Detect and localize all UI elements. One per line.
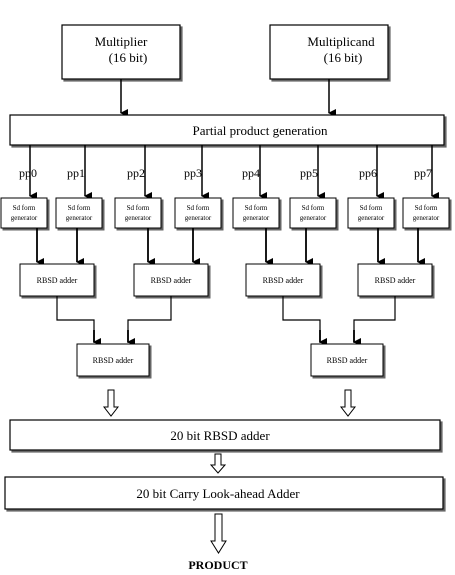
sd-form-label: Sd form xyxy=(13,204,36,212)
rbsd-adder-label: RBSD adder xyxy=(375,276,416,285)
rbsd-adder-label: RBSD adder xyxy=(93,356,134,365)
sd-form-generator: Sd form generator xyxy=(0,197,48,229)
sd-form-label: Sd form xyxy=(68,204,91,212)
sd-form-generator: Sd form generator xyxy=(174,197,222,229)
hollow-arrow-right xyxy=(339,389,357,417)
sd-form-label: Sd form xyxy=(360,204,383,212)
multiplier-box: Multiplier (16 bit) xyxy=(61,24,181,80)
sd-form-label: Sd form xyxy=(302,204,325,212)
multiplicand-width: (16 bit) xyxy=(324,50,363,65)
partial-product-generation-label: Partial product generation xyxy=(192,123,328,138)
sd-form-generator: Sd form generator xyxy=(114,197,162,229)
rbsd-adder-label: RBSD adder xyxy=(151,276,192,285)
hollow-arrow-to-product xyxy=(210,513,227,554)
pp-label: pp6 xyxy=(359,166,377,180)
sd-generator-label: generator xyxy=(185,214,212,222)
sd-form-label: Sd form xyxy=(127,204,150,212)
sd-form-generator: Sd form generator xyxy=(347,197,395,229)
sd-generator-label: generator xyxy=(358,214,385,222)
sd-form-generators: Sd form generator Sd form generator Sd form g… xyxy=(0,197,450,266)
multiplicand-box: Multiplicand (16 bit) xyxy=(269,24,389,80)
rbsd-adder-label: RBSD adder xyxy=(327,356,368,365)
rbsd-adder: RBSD adder xyxy=(245,263,321,297)
sd-form-generator: Sd form generator xyxy=(402,197,450,229)
hollow-arrow-left xyxy=(102,389,120,417)
hollow-arrow-to-cla xyxy=(209,453,227,474)
sd-generator-label: generator xyxy=(125,214,152,222)
sd-generator-label: generator xyxy=(300,214,327,222)
sd-form-generator: Sd form generator xyxy=(232,197,280,229)
rbsd-adders-level1: RBSD adder RBSD adder RBSD adder RBSD adder xyxy=(19,263,433,346)
pp-label: pp4 xyxy=(242,166,260,180)
product-label: PRODUCT xyxy=(188,558,247,572)
sd-form-generator: Sd form generator xyxy=(289,197,337,229)
cla-20bit-adder-box: 20 bit Carry Look-ahead Adder xyxy=(4,476,444,510)
rbsd-adder-level2: RBSD adder xyxy=(76,343,150,377)
sd-generator-label: generator xyxy=(243,214,270,222)
multiplier-width: (16 bit) xyxy=(109,50,148,65)
pp-label: pp0 xyxy=(19,166,37,180)
partial-product-generation-box: Partial product generation xyxy=(9,114,445,146)
rbsd-20bit-adder-label: 20 bit RBSD adder xyxy=(170,428,270,443)
pp-label: pp2 xyxy=(127,166,145,180)
sd-form-generator: Sd form generator xyxy=(55,197,103,229)
connector-right xyxy=(127,296,172,343)
multiplicand-label: Multiplicand xyxy=(307,34,375,49)
connector-left xyxy=(56,296,95,343)
pp-label: pp3 xyxy=(184,166,202,180)
multiplier-label: Multiplier xyxy=(95,34,148,49)
rbsd-adder: RBSD adder xyxy=(19,263,95,297)
partial-products: pp0 pp1 pp2 pp3 pp4 pp5 pp6 pp7 xyxy=(19,145,439,200)
connector-right xyxy=(353,296,396,343)
sd-form-label: Sd form xyxy=(187,204,210,212)
sd-form-label: Sd form xyxy=(245,204,268,212)
pp-label: pp1 xyxy=(67,166,85,180)
rbsd-adder: RBSD adder xyxy=(357,263,433,297)
rbsd-adder-level2: RBSD adder xyxy=(310,343,384,377)
rbsd-adder-label: RBSD adder xyxy=(263,276,304,285)
cla-20bit-adder-label: 20 bit Carry Look-ahead Adder xyxy=(136,486,300,501)
sd-generator-label: generator xyxy=(413,214,440,222)
rbsd-adder: RBSD adder xyxy=(133,263,209,297)
rbsd-adders-level2: RBSD adder RBSD adder xyxy=(76,343,384,377)
rbsd-20bit-adder-box: 20 bit RBSD adder xyxy=(9,419,441,451)
connector-left xyxy=(282,296,321,343)
rbsd-adder-label: RBSD adder xyxy=(37,276,78,285)
pp-label: pp7 xyxy=(414,166,432,180)
sd-generator-label: generator xyxy=(11,214,38,222)
sd-form-label: Sd form xyxy=(415,204,438,212)
pp-label: pp5 xyxy=(300,166,318,180)
sd-generator-label: generator xyxy=(66,214,93,222)
